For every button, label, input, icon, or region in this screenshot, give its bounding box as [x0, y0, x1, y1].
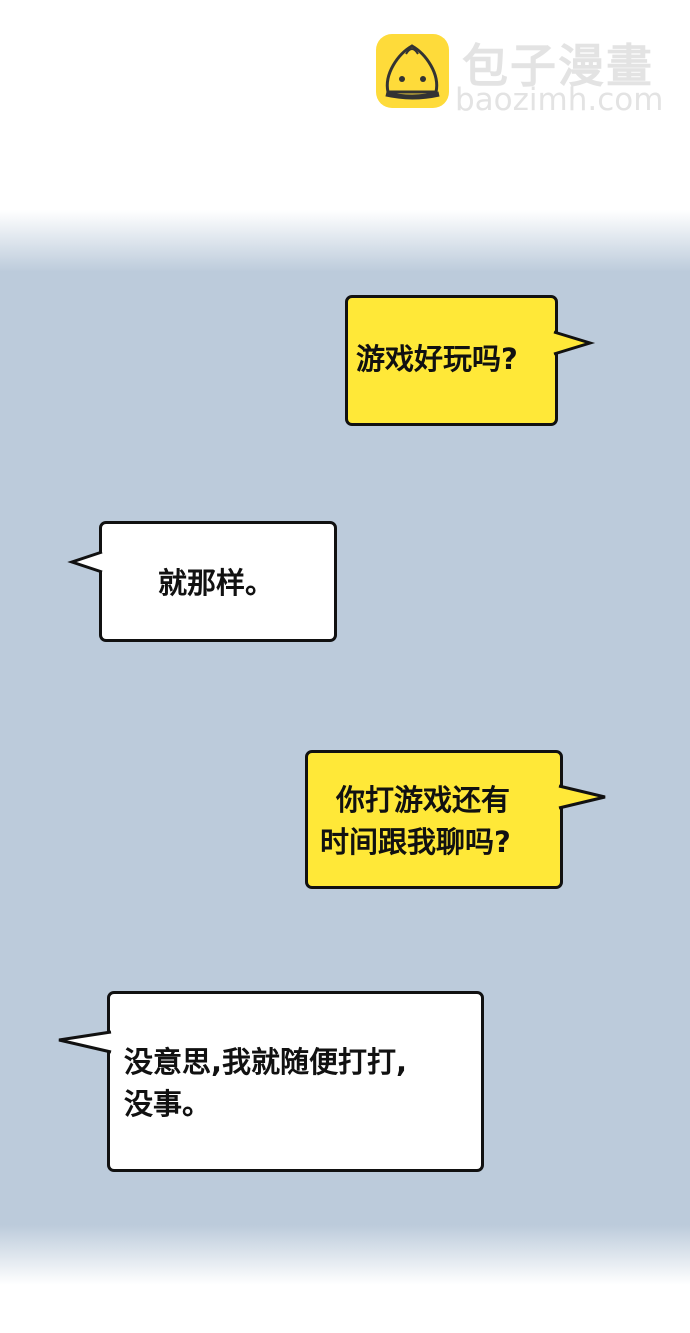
speech-bubble-2: 就那样。 — [99, 521, 337, 642]
watermark-name: 包子漫畫 — [462, 39, 654, 93]
bun-logo-icon — [376, 34, 449, 108]
bubble-tail-right — [553, 330, 596, 356]
speech-bubble-1: 游戏好玩吗? — [345, 295, 558, 426]
bubble-text-line: 你打游戏还有 — [336, 783, 511, 817]
bubble-tail-right — [558, 784, 606, 810]
bubble-tail-left — [58, 1030, 112, 1054]
bubble-text-line: 时间跟我聊吗? — [320, 825, 511, 859]
watermark-domain: baozimh.com — [455, 82, 664, 118]
bubble-text: 游戏好玩吗? — [356, 342, 518, 376]
bubble-text: 就那样。 — [158, 566, 275, 600]
speech-bubble-4: 没意思,我就随便打打, 没事。 — [107, 991, 484, 1172]
speech-bubble-3: 你打游戏还有 时间跟我聊吗? — [305, 750, 563, 889]
bubble-text-line: 没意思,我就随便打打, — [124, 1045, 408, 1079]
bubble-tail-left — [67, 550, 103, 574]
bubble-text-line: 没事。 — [124, 1087, 212, 1121]
